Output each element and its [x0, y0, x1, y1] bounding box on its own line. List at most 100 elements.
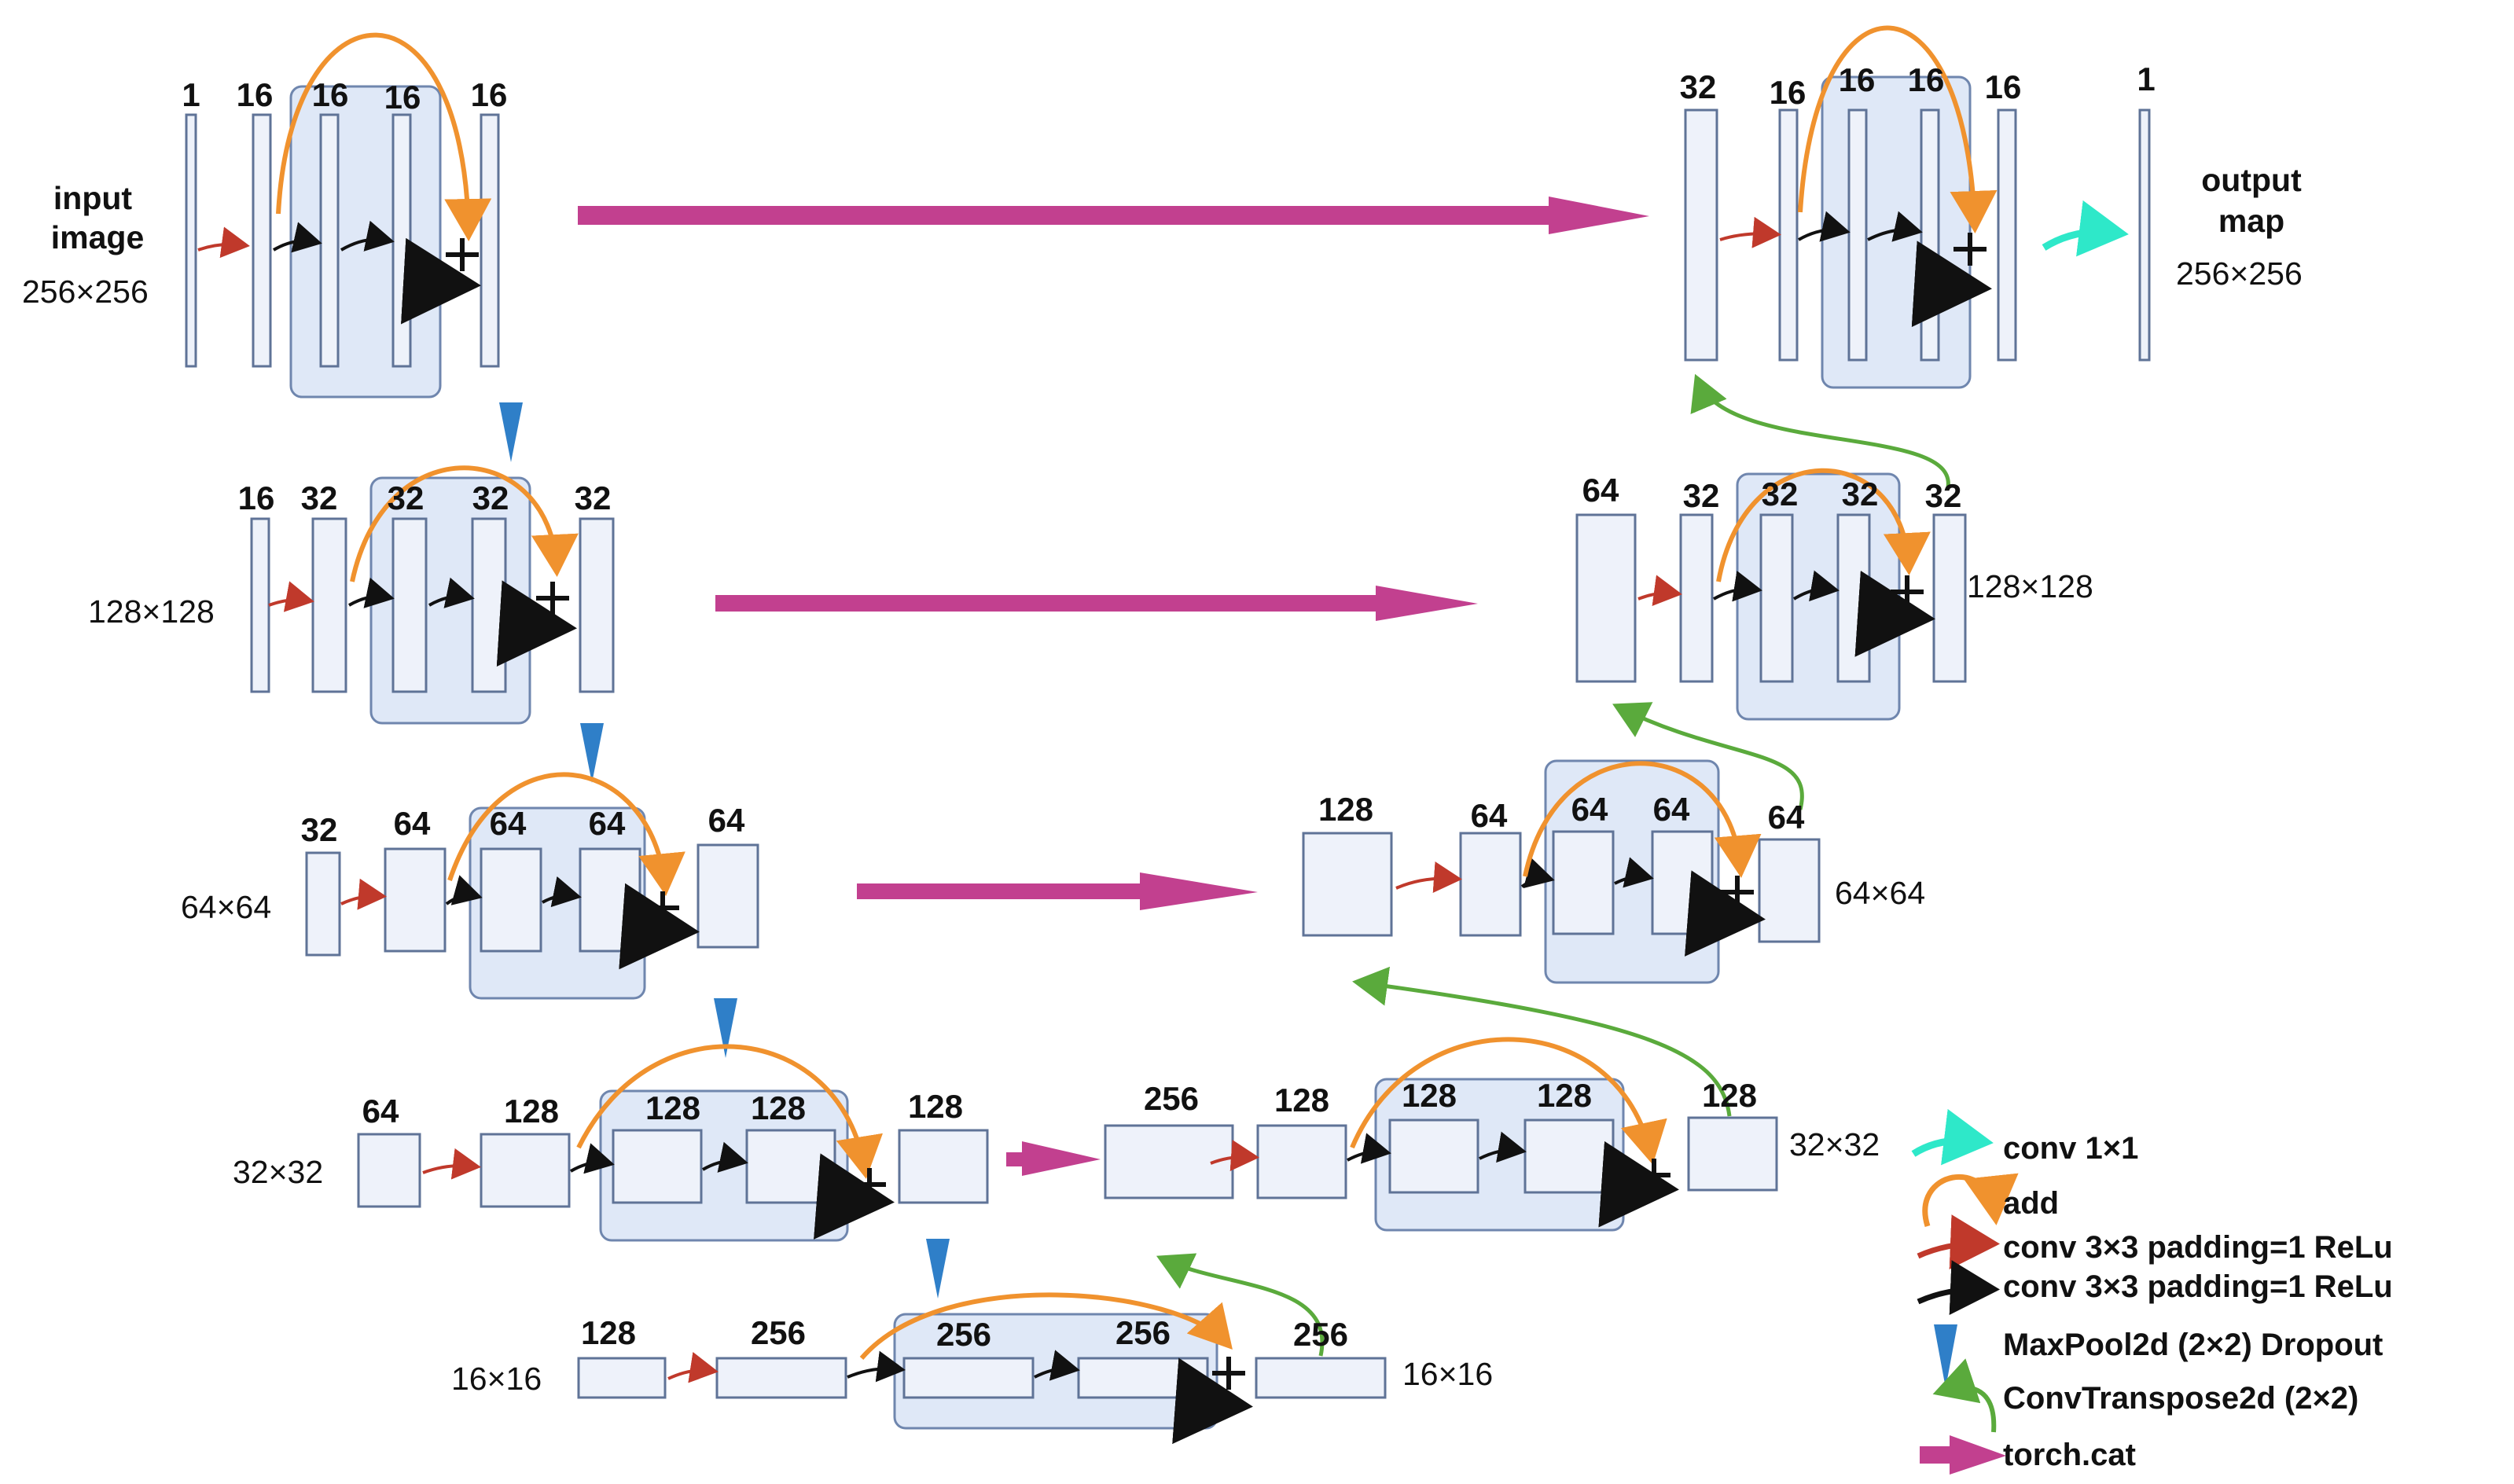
conv-first-arrow: [667, 1351, 719, 1383]
conv-arrow: [702, 1141, 748, 1173]
add-arc: [1716, 468, 1931, 582]
fm-enc3-64c: [579, 847, 641, 953]
channel-label: 128: [1318, 791, 1373, 828]
conv-arrow: [272, 222, 322, 253]
fm-dec1-16c: [1920, 108, 1940, 362]
dim-label-64-dec: 64×64: [1835, 875, 1925, 911]
channel-label: 16: [238, 479, 275, 516]
maxpool-markers: [499, 402, 950, 1298]
conv-arrow: [428, 577, 475, 608]
channel-label: 32: [1762, 476, 1799, 512]
fm-enc4-128c: [745, 1129, 836, 1204]
fm-enc2-32a: [311, 517, 347, 693]
channel-label: 32: [1680, 68, 1717, 105]
channel-label: 16: [312, 76, 349, 113]
fm-dec4-128a: [1256, 1124, 1347, 1199]
channel-label: 16: [384, 79, 421, 116]
fm-enc4-128b: [612, 1129, 703, 1204]
channel-label: 16: [237, 76, 274, 113]
legend-cat-icon: [1920, 1435, 2006, 1475]
dim-label-16-left: 16×16: [451, 1361, 542, 1397]
channel-label: 32: [1683, 477, 1720, 514]
add-arc: [447, 772, 685, 896]
conv-arrow: [1798, 211, 1851, 242]
channel-label: 64: [1471, 797, 1508, 834]
channel-label: 64: [1571, 791, 1608, 828]
add-arc: [1350, 1037, 1667, 1165]
up-arrow-l4-to-l3: [1352, 966, 1732, 1117]
res-out-arrow: [814, 1153, 895, 1240]
add-arc: [276, 32, 492, 241]
conv-arrow: [445, 875, 483, 905]
channel-label: 128: [645, 1089, 700, 1126]
res-out-arrow: [1685, 870, 1766, 957]
channel-label: 32: [472, 479, 509, 516]
fm-bot-256a: [715, 1357, 847, 1399]
fm-enc4-128a: [480, 1133, 571, 1208]
channel-label: 128: [1402, 1077, 1457, 1114]
res-out-arrow: [401, 237, 481, 325]
fm-dec3-64c: [1651, 830, 1714, 935]
fm-enc4-64: [357, 1133, 421, 1208]
fm-dec1-16a: [1778, 108, 1799, 362]
conv-first-arrow: [422, 1148, 481, 1180]
concat-arrow-l4: [1006, 1141, 1101, 1176]
conv-arrow: [542, 876, 582, 908]
legend-convtranspose-icon: [1932, 1358, 1997, 1433]
fm-enc1-1: [185, 113, 197, 368]
fm-enc3-64b: [480, 847, 542, 953]
fm-enc1-16a: [252, 113, 272, 368]
channel-label: 128: [1274, 1082, 1329, 1119]
channel-label: 16: [1908, 61, 1945, 98]
concat-arrow-l3: [857, 872, 1258, 910]
fm-dec4-128d: [1687, 1116, 1778, 1192]
maxpool-icon: [499, 402, 523, 462]
channel-label: 64: [1582, 472, 1619, 509]
dim-label-128-dec: 128×128: [1967, 568, 2093, 604]
channel-labels: 1 16 16 16 16 16 32 32 32 32 32 64 64 64…: [182, 61, 2155, 1353]
conv-arrow: [570, 1143, 615, 1174]
fm-enc2-32d: [579, 517, 615, 693]
channel-label: 32: [1925, 477, 1962, 514]
channel-label: 256: [936, 1316, 991, 1353]
dim-label-32-enc: 32×32: [233, 1154, 323, 1190]
feature-maps: [185, 108, 2151, 1399]
concat-arrows: [578, 197, 1649, 1176]
channel-label: 128: [751, 1089, 806, 1126]
up-arrow-bot-to-l4: [1156, 1253, 1325, 1357]
fm-dec4-128b: [1388, 1119, 1479, 1194]
up-arrow-l2-to-l1: [1690, 373, 1950, 488]
add-arc: [576, 1044, 883, 1179]
input-label-line2: image: [51, 219, 145, 255]
conv1x1-arrow: [2042, 200, 2129, 257]
add-arc: [859, 1292, 1233, 1360]
fm-bot-128: [577, 1357, 667, 1399]
legend-convtranspose-label: ConvTranspose2d (2×2): [2003, 1381, 2358, 1416]
fm-enc3-64d: [696, 843, 759, 949]
channel-label: 16: [1770, 74, 1806, 111]
fm-dec1-16b: [1847, 108, 1868, 362]
maxpool-icon: [580, 723, 604, 783]
io-labels: input image output map: [51, 162, 2302, 255]
channel-label: 64: [708, 802, 745, 839]
conv-arrow: [1479, 1131, 1527, 1163]
output-label-line2: map: [2218, 203, 2284, 239]
maxpool-icon: [714, 998, 737, 1058]
add-arc: [350, 465, 579, 582]
fm-dec2-32a: [1679, 513, 1714, 683]
fm-enc1-16b: [319, 113, 340, 368]
fm-dec3-128: [1302, 832, 1393, 937]
conv-first-arrow: [1395, 861, 1462, 893]
fm-dec3-64b: [1552, 830, 1615, 935]
conv-first-arrow: [268, 581, 314, 612]
dim-label-256-input: 256×256: [22, 274, 149, 310]
res-out-arrow: [1172, 1357, 1253, 1445]
dim-label-64-enc: 64×64: [181, 889, 271, 925]
channel-label: 16: [1839, 61, 1876, 98]
fm-dec2-32b: [1759, 513, 1794, 683]
res-block-dec-256: [1821, 75, 1972, 389]
channel-label: 64: [490, 805, 527, 842]
legend-conv3x3-black-label: conv 3×3 padding=1 ReLu: [2003, 1269, 2393, 1304]
fm-enc3-64a: [384, 847, 447, 953]
